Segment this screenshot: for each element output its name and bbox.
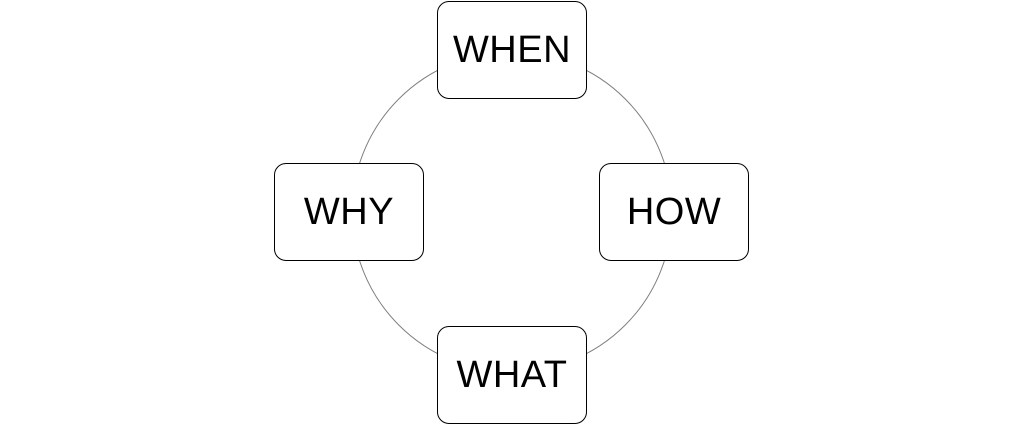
- node-why: WHY: [274, 163, 424, 261]
- node-how-label: HOW: [626, 191, 722, 233]
- node-what-label: WHAT: [456, 354, 568, 396]
- node-when-label: WHEN: [452, 29, 572, 71]
- node-what: WHAT: [437, 326, 587, 424]
- node-why-label: WHY: [303, 191, 395, 233]
- node-when: WHEN: [437, 1, 587, 99]
- node-how: HOW: [599, 163, 749, 261]
